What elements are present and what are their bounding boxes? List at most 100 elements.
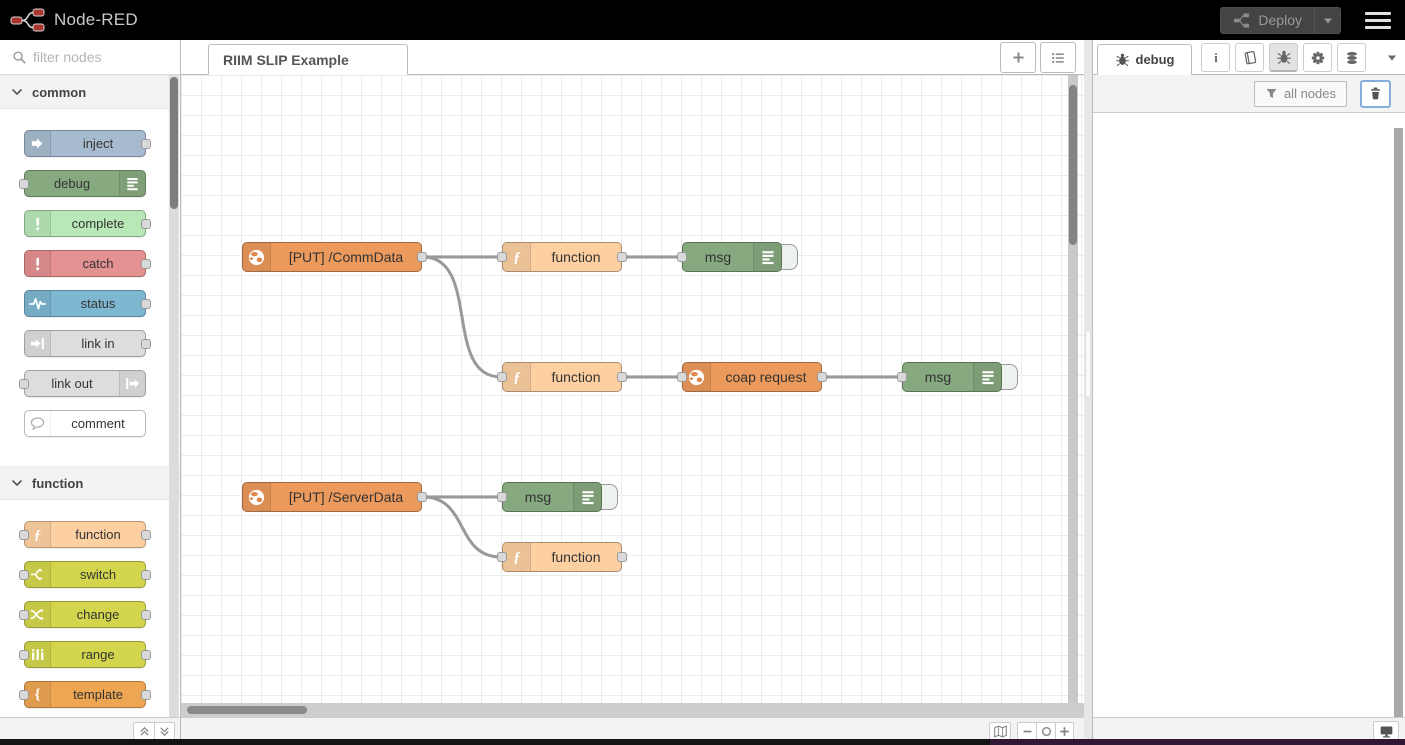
flow-node-put-commdata[interactable]: [PUT] /CommData: [242, 242, 422, 272]
resizer-grip[interactable]: [1085, 330, 1091, 398]
palette-node-catch[interactable]: catch: [24, 250, 146, 277]
palette-category-common[interactable]: common: [0, 75, 180, 109]
input-port[interactable]: [497, 552, 507, 562]
flow-node-function[interactable]: function: [502, 362, 622, 392]
sidebar-tab-info-button[interactable]: [1201, 43, 1230, 72]
input-port[interactable]: [497, 252, 507, 262]
palette-node-inject[interactable]: inject: [24, 130, 146, 157]
flow-node-debug-msg[interactable]: msg: [682, 242, 782, 272]
clear-debug-button[interactable]: [1360, 80, 1391, 108]
palette-node-label: switch: [51, 562, 145, 587]
output-port[interactable]: [141, 259, 151, 269]
input-port[interactable]: [497, 372, 507, 382]
sidebar-tab-config-button[interactable]: [1303, 43, 1332, 72]
output-port[interactable]: [141, 139, 151, 149]
debug-scrollbar[interactable]: [1394, 128, 1403, 717]
output-port[interactable]: [141, 299, 151, 309]
input-port[interactable]: [19, 179, 29, 189]
funnel-icon: [1265, 87, 1278, 100]
globe-icon: [243, 483, 271, 511]
debug-icon: [119, 171, 145, 196]
flow-node-debug-msg[interactable]: msg: [502, 482, 602, 512]
palette-category-function[interactable]: function: [0, 466, 180, 500]
sidebar-tab-debug-button[interactable]: [1269, 43, 1298, 72]
sidebar-tab-help-button[interactable]: [1235, 43, 1264, 72]
sidebar-tab-debug[interactable]: debug: [1097, 44, 1192, 75]
output-port[interactable]: [141, 339, 151, 349]
flow-node-function[interactable]: function: [502, 542, 622, 572]
flow-node-put-serverdata[interactable]: [PUT] /ServerData: [242, 482, 422, 512]
flow-node-function[interactable]: function: [502, 242, 622, 272]
palette-node-status[interactable]: status: [24, 290, 146, 317]
bug-icon: [1115, 52, 1130, 67]
canvas-vertical-scrollbar[interactable]: [1068, 75, 1078, 703]
palette-scrollbar-thumb[interactable]: [170, 77, 178, 209]
output-port[interactable]: [617, 552, 627, 562]
flow-list-button[interactable]: [1040, 42, 1076, 73]
sidebar-tab-context-button[interactable]: [1337, 43, 1366, 72]
output-port[interactable]: [141, 650, 151, 660]
flow-node-label: [PUT] /CommData: [271, 243, 421, 271]
input-port[interactable]: [19, 530, 29, 540]
flow-node-debug-msg[interactable]: msg: [902, 362, 1002, 392]
sidebar-resizer[interactable]: [1084, 40, 1092, 745]
main-menu-button[interactable]: [1365, 12, 1391, 29]
output-port[interactable]: [617, 252, 627, 262]
canvas-horizontal-scrollbar[interactable]: [181, 703, 1084, 717]
deploy-options-button[interactable]: [1314, 8, 1340, 33]
palette-node-link-out[interactable]: link out: [24, 370, 146, 397]
scrollbar-thumb[interactable]: [187, 706, 307, 714]
palette-node-comment[interactable]: comment: [24, 410, 146, 437]
palette-node-switch[interactable]: switch: [24, 561, 146, 588]
output-port[interactable]: [141, 219, 151, 229]
input-port[interactable]: [677, 372, 687, 382]
output-port[interactable]: [141, 530, 151, 540]
palette-node-label: link in: [51, 331, 145, 356]
palette-node-template[interactable]: template: [24, 681, 146, 708]
input-port[interactable]: [19, 379, 29, 389]
exclamation-icon: [25, 251, 51, 276]
palette-node-change[interactable]: change: [24, 601, 146, 628]
flow-node-coap-request[interactable]: coap request: [682, 362, 822, 392]
output-port[interactable]: [617, 372, 627, 382]
deploy-button[interactable]: Deploy: [1220, 7, 1341, 34]
chevron-down-icon: [12, 89, 22, 95]
add-flow-button[interactable]: [1000, 42, 1036, 73]
palette-search-input[interactable]: [33, 49, 172, 65]
flow-canvas[interactable]: [PUT] /CommData function msg: [181, 75, 1084, 703]
palette-search: [0, 40, 180, 75]
wire[interactable]: [423, 257, 501, 377]
palette-node-label: debug: [25, 171, 119, 196]
input-port[interactable]: [677, 252, 687, 262]
input-port[interactable]: [897, 372, 907, 382]
input-port[interactable]: [19, 570, 29, 580]
palette-node-link-in[interactable]: link in: [24, 330, 146, 357]
debug-filter-button[interactable]: all nodes: [1254, 81, 1347, 107]
output-port[interactable]: [417, 252, 427, 262]
sidebar-tabs-menu-button[interactable]: [1383, 54, 1401, 61]
flow-node-label: function: [531, 243, 621, 271]
palette-node-debug[interactable]: debug: [24, 170, 146, 197]
palette-scrollbar[interactable]: [169, 75, 179, 717]
window-bottom-edge: [0, 739, 1405, 745]
palette-node-complete[interactable]: complete: [24, 210, 146, 237]
output-port[interactable]: [141, 690, 151, 700]
palette-node-label: inject: [51, 131, 145, 156]
output-port[interactable]: [817, 372, 827, 382]
output-port[interactable]: [141, 610, 151, 620]
output-port[interactable]: [417, 492, 427, 502]
input-port[interactable]: [19, 610, 29, 620]
input-port[interactable]: [19, 690, 29, 700]
output-port[interactable]: [141, 570, 151, 580]
scrollbar-thumb[interactable]: [1069, 85, 1077, 245]
input-port[interactable]: [19, 650, 29, 660]
input-port[interactable]: [497, 492, 507, 502]
debug-icon: [573, 483, 601, 511]
deploy-icon: [1233, 12, 1250, 29]
palette-node-range[interactable]: range: [24, 641, 146, 668]
flow-tab[interactable]: RIIM SLIP Example: [208, 44, 408, 75]
wire[interactable]: [423, 497, 501, 557]
flow-node-label: msg: [683, 243, 753, 271]
palette-node-function[interactable]: function: [24, 521, 146, 548]
palette: common inject debug complete: [0, 40, 181, 745]
